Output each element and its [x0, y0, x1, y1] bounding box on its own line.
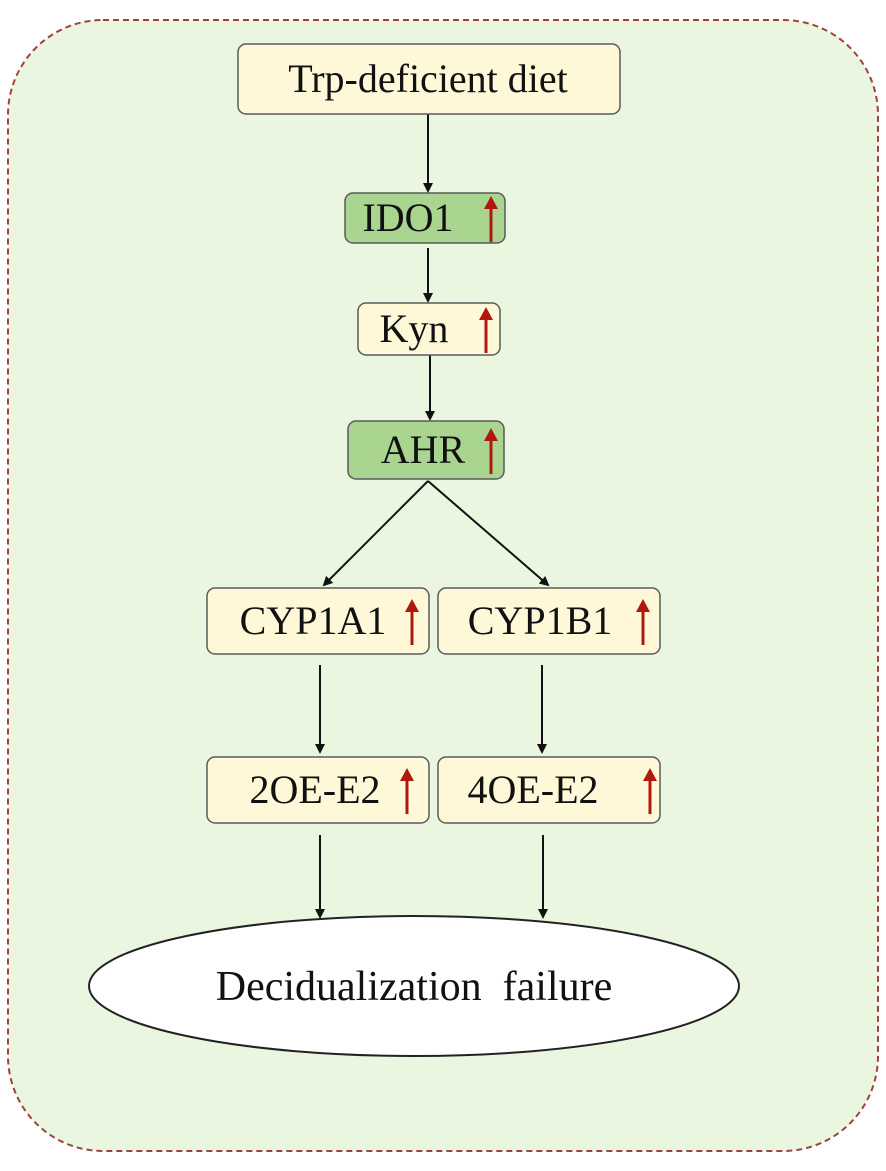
up-arrow-icon	[484, 196, 498, 242]
node-ahr: AHR	[347, 420, 505, 480]
oe4-box	[437, 756, 661, 824]
trp-box	[237, 43, 621, 115]
ahr-label: AHR	[381, 427, 466, 472]
edges-layer	[315, 114, 550, 919]
up-arrow-icon	[643, 768, 657, 814]
cyp1b1-label: CYP1B1	[468, 598, 613, 643]
background-panel	[7, 19, 879, 1152]
up-arrow-icon	[400, 768, 414, 814]
node-oe2: 2OE-E2	[206, 756, 430, 824]
outcome-label: Decidualization failure	[216, 964, 612, 1010]
trp-label: Trp-deficient diet	[288, 56, 568, 101]
oe4-label: 4OE-E2	[467, 767, 598, 812]
node-trp: Trp-deficient diet	[237, 43, 621, 115]
oe2-label: 2OE-E2	[249, 767, 380, 812]
node-oe4: 4OE-E2	[437, 756, 661, 824]
node-outcome: Decidualization failure	[88, 915, 740, 1057]
oe2-box	[206, 756, 430, 824]
outcome-ellipse	[88, 915, 740, 1057]
node-cyp1a1: CYP1A1	[206, 587, 430, 655]
edge-ahr-to-cyp1a1	[322, 480, 429, 587]
cyp1a1-box	[206, 587, 430, 655]
ido1-box	[344, 192, 506, 244]
edge-ahr-to-cyp1b1	[427, 480, 550, 587]
node-ido1: IDO1	[344, 192, 506, 244]
node-kyn: Kyn	[357, 302, 501, 356]
kyn-box	[357, 302, 501, 356]
kyn-label: Kyn	[380, 306, 449, 351]
ido1-label: IDO1	[362, 195, 453, 240]
node-cyp1b1: CYP1B1	[437, 587, 661, 655]
cyp1a1-label: CYP1A1	[240, 598, 387, 643]
up-arrow-icon	[484, 428, 498, 474]
up-arrow-icon	[636, 599, 650, 645]
ahr-box	[347, 420, 505, 480]
up-arrow-icon	[479, 307, 493, 353]
cyp1b1-box	[437, 587, 661, 655]
up-arrow-icon	[405, 599, 419, 645]
